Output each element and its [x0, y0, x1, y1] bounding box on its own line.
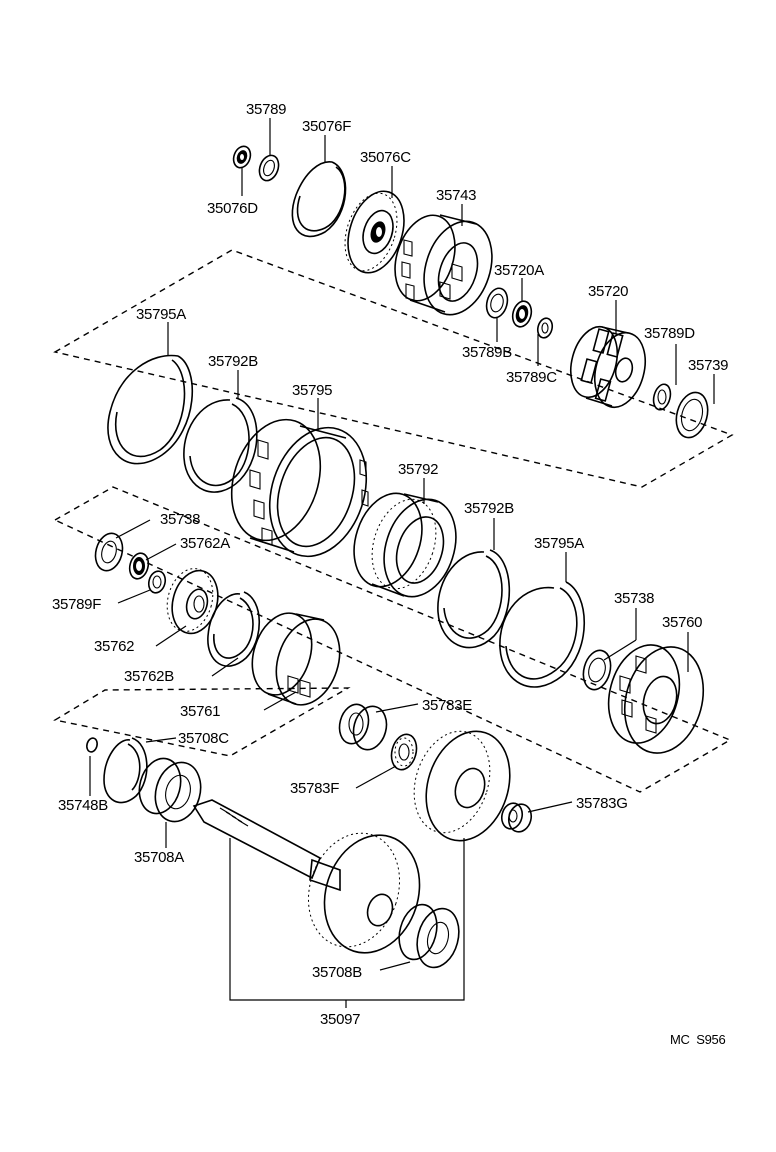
label-35076F: 35076F: [302, 118, 351, 135]
part-35762B: [207, 591, 261, 667]
part-35076C: [344, 190, 405, 274]
label-35762: 35762: [94, 638, 134, 655]
part-35762: [166, 568, 219, 635]
part-35708A: [138, 757, 202, 823]
assembly-bracket-35097: [229, 838, 465, 1008]
part-35743: [394, 214, 493, 316]
part-35708B: [398, 903, 460, 969]
part-35076D: [232, 145, 252, 169]
label-35748B: 35748B: [58, 797, 108, 814]
part-35076F: [291, 161, 347, 238]
label-35792B-mid: 35792B: [464, 500, 514, 517]
part-35795A-mid: [499, 581, 586, 688]
label-35795: 35795: [292, 382, 332, 399]
label-35789B: 35789B: [462, 344, 512, 361]
label-35789C: 35789C: [506, 369, 557, 386]
part-35795: [230, 418, 369, 558]
part-35789B: [485, 287, 509, 319]
part-output-shaft: [192, 799, 341, 892]
part-35792: [353, 492, 457, 598]
part-35792B-mid: [437, 549, 511, 649]
label-35795A-top: 35795A: [136, 306, 186, 323]
label-35783E: 35783E: [422, 697, 472, 714]
label-35789: 35789: [246, 101, 286, 118]
part-35748B: [86, 737, 98, 753]
part-35738-right: [582, 649, 612, 691]
label-35708C: 35708C: [178, 730, 229, 747]
part-reduction-gear: [413, 730, 511, 842]
part-35760: [607, 644, 705, 754]
label-35792: 35792: [398, 461, 438, 478]
label-35720A: 35720A: [494, 262, 544, 279]
part-drive-gear: [307, 832, 421, 954]
label-35097: 35097: [320, 1011, 360, 1028]
part-35783G: [500, 802, 533, 833]
leader-lines: [89, 118, 715, 971]
group-outline-upper: [53, 249, 734, 488]
part-35739: [675, 391, 709, 439]
label-35076D: 35076D: [207, 200, 258, 217]
footer-code: MC S956: [670, 1032, 725, 1047]
part-35789F: [147, 570, 167, 594]
part-35789: [258, 154, 280, 182]
group-outline-middle: [53, 486, 732, 793]
label-35738-left: 35738: [160, 511, 200, 528]
label-35762B: 35762B: [124, 668, 174, 685]
group-outline-lower: [53, 687, 351, 757]
label-35739: 35739: [688, 357, 728, 374]
part-35789C: [536, 317, 554, 339]
part-35738-left: [94, 532, 124, 572]
label-35708B: 35708B: [312, 964, 362, 981]
label-35789D: 35789D: [644, 325, 695, 342]
part-35789D: [652, 383, 672, 411]
part-35708C: [103, 737, 148, 804]
part-35761: [251, 612, 341, 706]
label-35708A: 35708A: [134, 849, 184, 866]
part-35762A: [128, 552, 150, 580]
label-35789F: 35789F: [52, 596, 101, 613]
label-35720: 35720: [588, 283, 628, 300]
label-35795A-mid: 35795A: [534, 535, 584, 552]
label-35743: 35743: [436, 187, 476, 204]
label-35783G: 35783G: [576, 795, 628, 812]
part-35783E: [338, 703, 388, 751]
label-35762A: 35762A: [180, 535, 230, 552]
label-35760: 35760: [662, 614, 702, 631]
label-35792B-top: 35792B: [208, 353, 258, 370]
label-35738-right: 35738: [614, 590, 654, 607]
label-35076C: 35076C: [360, 149, 411, 166]
part-35720A: [511, 300, 533, 328]
part-35783F: [390, 733, 418, 771]
part-35795A-top: [107, 354, 194, 465]
part-35792B-top: [183, 397, 258, 493]
label-35783F: 35783F: [290, 780, 339, 797]
label-35761: 35761: [180, 703, 220, 720]
part-35720: [569, 325, 646, 409]
